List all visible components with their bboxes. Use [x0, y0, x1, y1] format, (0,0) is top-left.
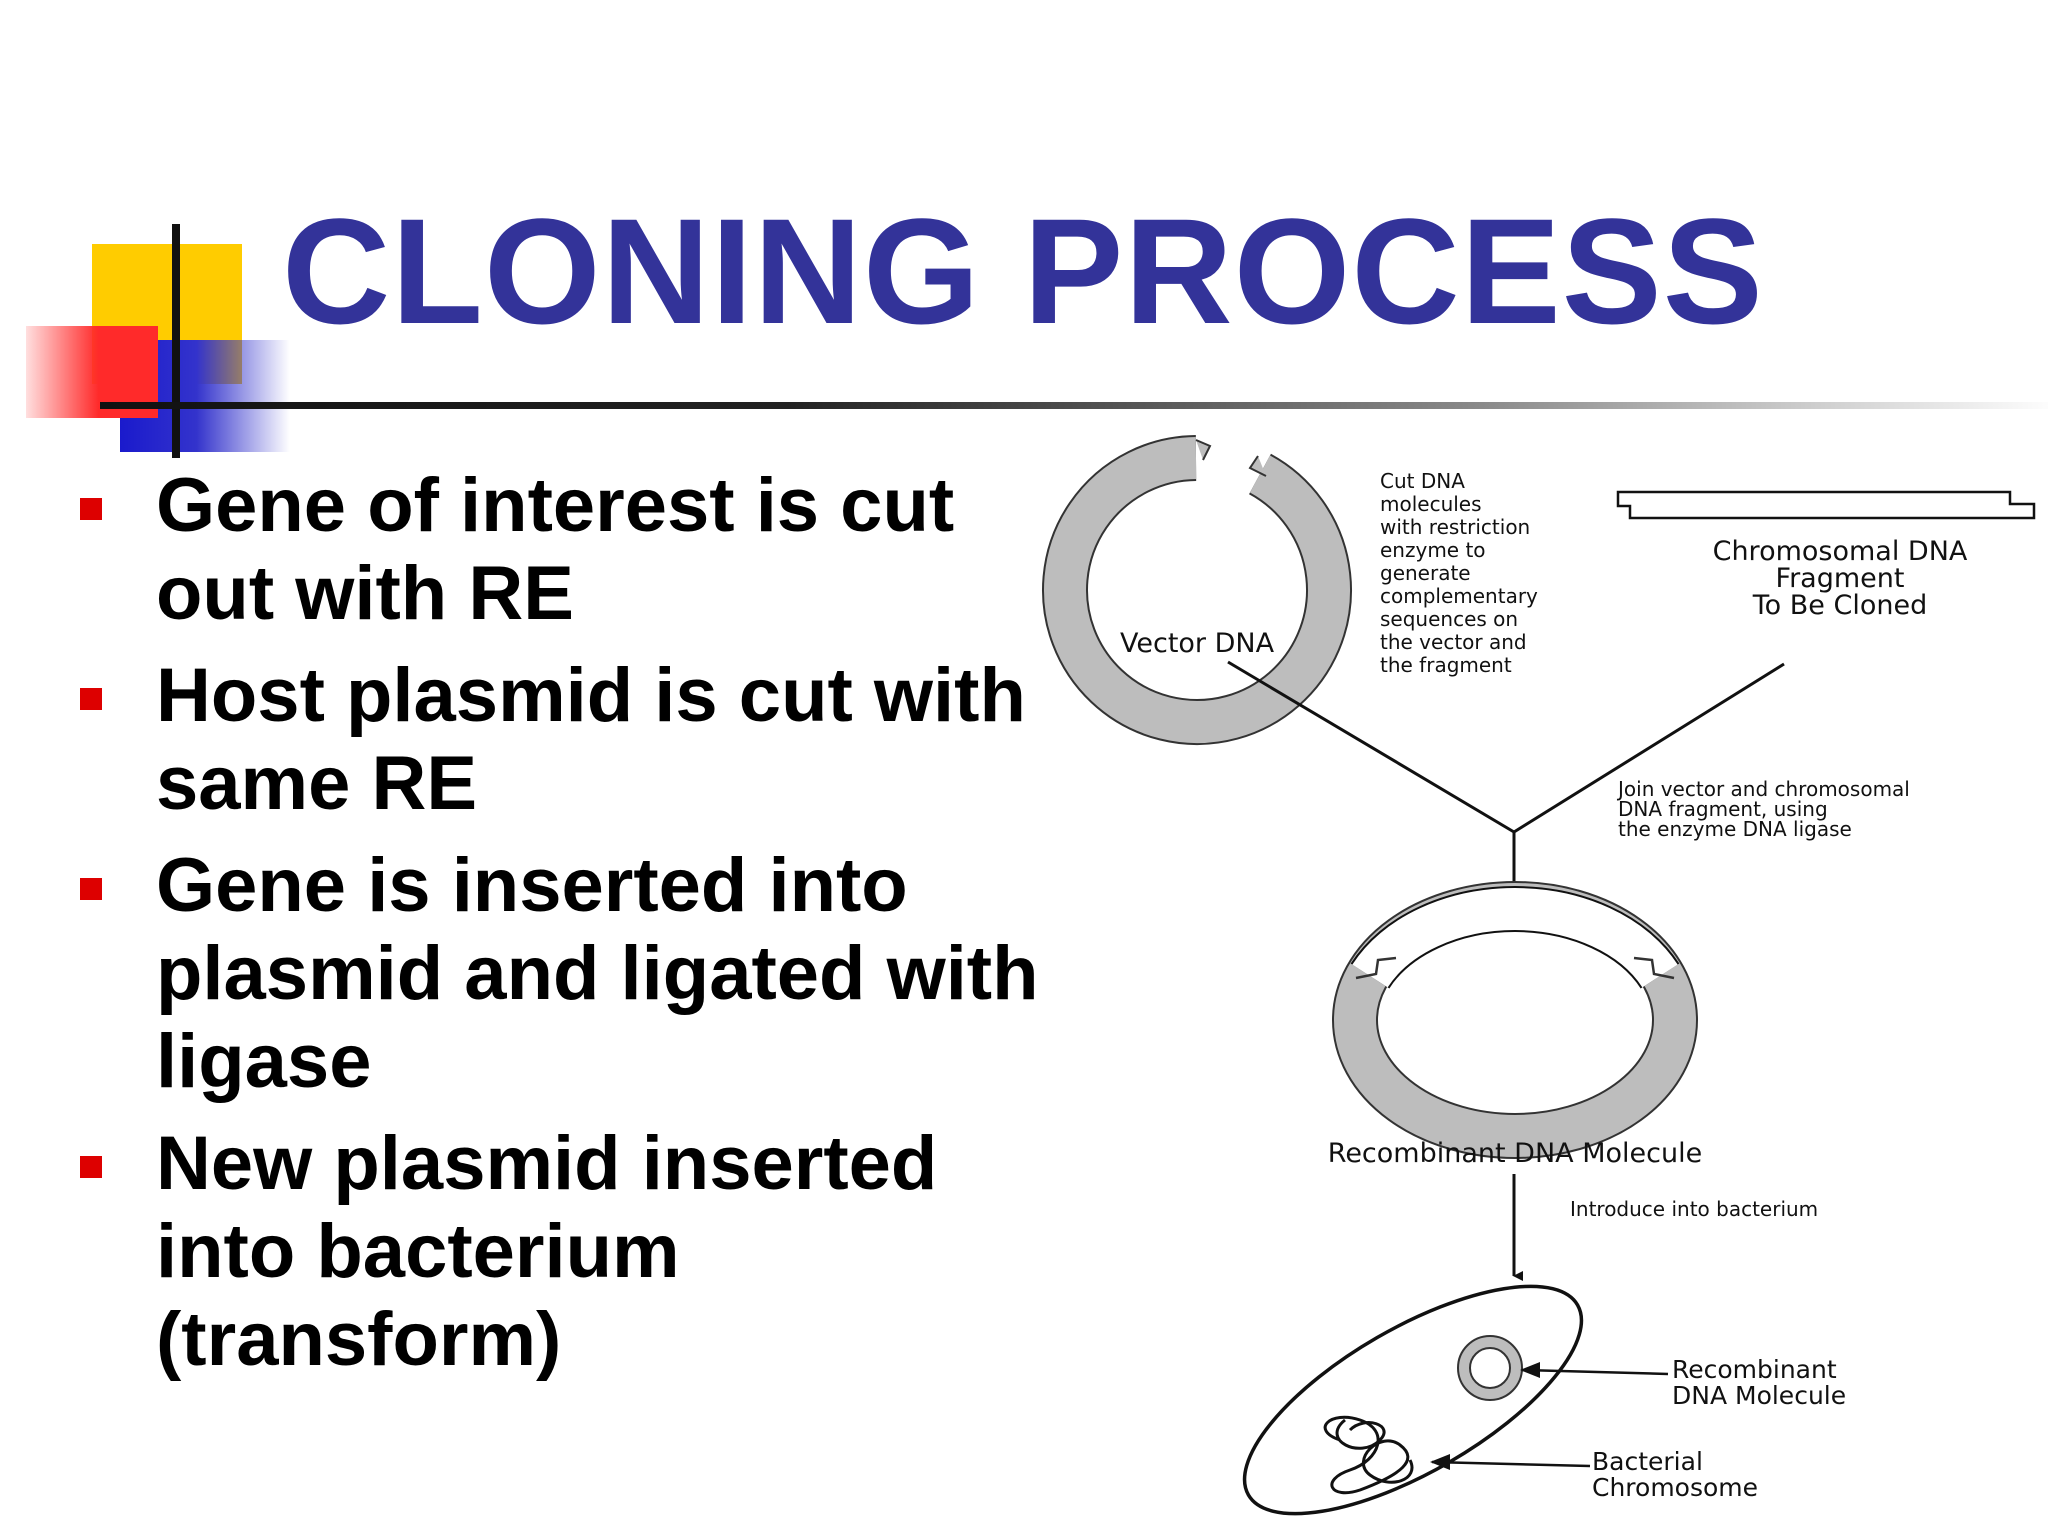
- cut-note-line: the vector and: [1380, 630, 1527, 654]
- bullet-square-icon: [80, 688, 102, 710]
- vector-dna-plasmid-icon: [1042, 435, 1352, 745]
- chromosome-label-line: Bacterial: [1592, 1447, 1703, 1476]
- fragment-join-line: [1513, 662, 1785, 834]
- chromosome-label-line: Chromosome: [1592, 1473, 1758, 1502]
- cut-note-line: enzyme to: [1380, 538, 1486, 562]
- bullet-item: Gene is inserted into plasmid and ligate…: [80, 842, 1040, 1106]
- cut-note-line: sequences on: [1380, 607, 1518, 631]
- join-note: Join vector and chromosomal DNA fragment…: [1616, 777, 1910, 841]
- vector-join-line: [1227, 660, 1515, 834]
- slide-title: CLONING PROCESS: [282, 187, 1764, 355]
- bacterium-icon: [1242, 1284, 1584, 1516]
- introduce-note: Introduce into bacterium: [1570, 1197, 1818, 1221]
- cut-note-line: molecules: [1380, 492, 1482, 516]
- fragment-label-line: To Be Cloned: [1752, 590, 1927, 621]
- bullet-text: New plasmid inserted into bacterium (tra…: [156, 1121, 938, 1382]
- bacterial-chromosome-icon: [1323, 1415, 1414, 1495]
- bullet-item: Gene of interest is cut out with RE: [80, 462, 1040, 638]
- bullet-square-icon: [80, 498, 102, 520]
- join-note-line: Join vector and chromosomal: [1616, 777, 1910, 801]
- pointer-arrowhead-icon: [1430, 1454, 1450, 1470]
- pointer-arrow-icon: [1521, 1368, 1669, 1376]
- title-accent-vertical-line: [172, 224, 180, 458]
- join-note-line: the enzyme DNA ligase: [1618, 817, 1852, 841]
- fragment-label-line: Chromosomal DNA: [1713, 536, 1968, 567]
- join-note-line: DNA fragment, using: [1618, 797, 1828, 821]
- pointer-arrowhead-icon: [1520, 1362, 1540, 1378]
- bullet-list: Gene of interest is cut out with RE Host…: [80, 462, 1040, 1398]
- bullet-text: Gene of interest is cut out with RE: [156, 463, 955, 636]
- cut-note-line: complementary: [1380, 584, 1538, 608]
- bullet-square-icon: [80, 1156, 102, 1178]
- bullet-text: Gene is inserted into plasmid and ligate…: [156, 843, 1039, 1104]
- bullet-text: Host plasmid is cut with same RE: [156, 653, 1026, 826]
- chromosome-label: Bacterial Chromosome: [1592, 1447, 1758, 1502]
- bullet-item: New plasmid inserted into bacterium (tra…: [80, 1120, 1040, 1384]
- cut-note-line: Cut DNA: [1380, 469, 1465, 493]
- bullet-item: Host plasmid is cut with same RE: [80, 652, 1040, 828]
- recombinant-label: Recombinant DNA Molecule: [1328, 1138, 1702, 1169]
- fragment-label: Chromosomal DNA Fragment To Be Cloned: [1713, 536, 1968, 621]
- title-underline: [100, 402, 2048, 409]
- cut-note-line: the fragment: [1380, 653, 1512, 677]
- pointer-arrow-icon: [1431, 1460, 1591, 1468]
- cut-note-line: with restriction: [1380, 515, 1530, 539]
- recombinant-plasmid-icon: [1332, 881, 1698, 1159]
- fragment-label-line: Fragment: [1776, 563, 1905, 594]
- cut-note-line: generate: [1380, 561, 1471, 585]
- vector-dna-label: Vector DNA: [1120, 628, 1275, 659]
- dna-fragment-icon: [1616, 490, 2036, 520]
- bullet-square-icon: [80, 878, 102, 900]
- cell-recombinant-label: Recombinant DNA Molecule: [1672, 1355, 1846, 1410]
- cell-recombinant-label-line: DNA Molecule: [1672, 1381, 1846, 1410]
- cloning-diagram: Vector DNA Cut DNA molecules with restri…: [1042, 435, 2036, 1516]
- cut-note: Cut DNA molecules with restriction enzym…: [1380, 469, 1538, 677]
- cell-recombinant-label-line: Recombinant: [1672, 1355, 1837, 1384]
